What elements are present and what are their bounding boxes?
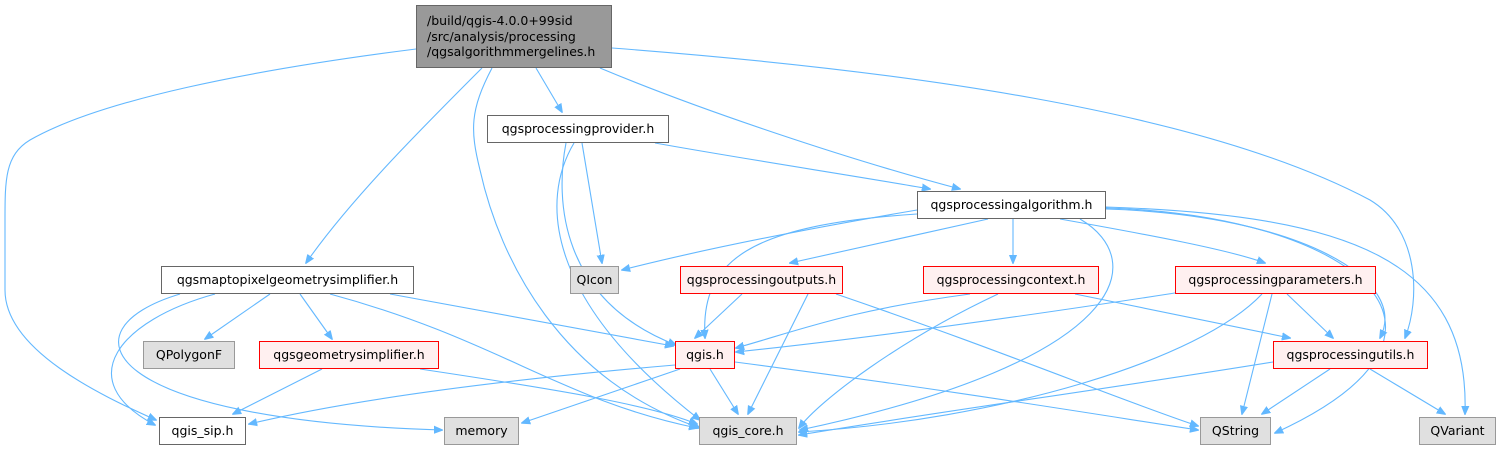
node-outputs[interactable]: qgsprocessingoutputs.h — [680, 266, 843, 294]
node-maptopixel[interactable]: qgsmaptopixelgeometrysimplifier.h — [161, 266, 414, 294]
edge-qgis-to-memory — [522, 368, 681, 423]
node-provider[interactable]: qgsprocessingprovider.h — [487, 115, 669, 143]
node-geomsimplifier[interactable]: qgsgeometrysimplifier.h — [259, 341, 439, 369]
edge-outputs-to-core — [748, 293, 809, 414]
edge-qgis-to-core — [709, 368, 738, 414]
node-label: qgsmaptopixelgeometrysimplifier.h — [176, 272, 399, 288]
node-memory[interactable]: memory — [444, 417, 519, 445]
edge-parameters-to-core — [799, 293, 1263, 432]
node-label: qgis_sip.h — [171, 423, 234, 439]
node-label: QVariant — [1430, 423, 1485, 439]
node-qicon[interactable]: QIcon — [570, 266, 619, 294]
edge-maptopixel-to-sip — [110, 293, 216, 425]
edge-algorithm-to-qvariant — [1105, 206, 1465, 414]
edge-utils-to-qvariant — [1369, 368, 1445, 414]
node-label: qgsprocessingcontext.h — [936, 272, 1086, 288]
edge-provider-to-qgis — [561, 142, 676, 345]
edge-parameters-to-utils — [1286, 293, 1333, 338]
edge-root-to-core — [473, 67, 700, 428]
node-qgis[interactable]: qgis.h — [675, 341, 735, 369]
edge-algorithm-to-core — [800, 218, 1114, 430]
node-qvariant[interactable]: QVariant — [1419, 417, 1496, 445]
edge-maptopixel-to-memory — [118, 293, 442, 430]
edge-root-to-utils — [611, 47, 1415, 338]
node-core[interactable]: qgis_core.h — [699, 417, 797, 445]
node-qpolygonf[interactable]: QPolygonF — [143, 341, 235, 369]
edge-root-to-sip — [4, 48, 417, 420]
edge-parameters-to-qstring — [1242, 293, 1273, 414]
node-label: memory — [455, 423, 508, 439]
edge-provider-to-core — [556, 142, 700, 420]
node-parameters[interactable]: qgsprocessingparameters.h — [1175, 266, 1376, 294]
edge-geomsimplifier-to-sip — [233, 368, 323, 414]
edge-algorithm-to-outputs — [790, 218, 989, 263]
edge-provider-to-qicon — [581, 142, 602, 263]
edge-context-to-core — [799, 293, 999, 428]
edge-maptopixel-to-core — [329, 293, 697, 428]
node-label: qgis.h — [686, 347, 724, 363]
node-sip[interactable]: qgis_sip.h — [159, 417, 246, 445]
edge-root-to-maptopixel — [306, 67, 483, 263]
edge-maptopixel-to-geomsimplifier — [299, 293, 332, 339]
edge-context-to-qgis — [736, 293, 971, 348]
edge-utils-to-qstring — [1262, 368, 1331, 414]
edge-qgis-to-sip — [249, 364, 676, 424]
edge-outputs-to-qgis — [695, 293, 743, 338]
node-label: qgsprocessingoutputs.h — [686, 272, 837, 288]
root-line-3: /qgsalgorithmmergelines.h — [427, 44, 596, 60]
node-label: qgsprocessingutils.h — [1286, 347, 1415, 363]
edge-context-to-utils — [1074, 293, 1290, 338]
node-utils[interactable]: qgsprocessingutils.h — [1273, 341, 1428, 369]
node-label: QString — [1211, 423, 1260, 439]
root-line-1: /build/qgis-4.0.0+99sid — [427, 13, 573, 29]
edge-algorithm-to-qgis — [705, 213, 918, 338]
node-label: QPolygonF — [155, 347, 223, 363]
edge-maptopixel-to-qgis — [389, 293, 673, 346]
node-root-file[interactable]: /build/qgis-4.0.0+99sid /src/analysis/pr… — [416, 5, 612, 68]
root-line-2: /src/analysis/processing — [427, 28, 576, 44]
edge-utils-to-core — [799, 361, 1274, 435]
edge-qgis-to-qstring — [734, 361, 1198, 430]
node-label: qgsprocessingalgorithm.h — [930, 197, 1093, 213]
node-label: qgis_core.h — [712, 423, 784, 439]
edge-algorithm-to-parameters — [1059, 218, 1265, 263]
edge-maptopixel-to-qpolygonf — [205, 293, 271, 339]
node-qstring[interactable]: QString — [1200, 417, 1271, 445]
edge-geomsimplifier-to-core — [419, 368, 697, 424]
node-label: qgsprocessingprovider.h — [501, 121, 655, 137]
edge-root-to-algorithm — [599, 67, 960, 189]
edge-root-to-provider — [535, 67, 562, 112]
node-algorithm[interactable]: qgsprocessingalgorithm.h — [917, 191, 1106, 219]
node-label: QIcon — [576, 272, 613, 288]
node-label: qgsgeometrysimplifier.h — [273, 347, 425, 363]
edge-parameters-to-qgis — [736, 292, 1176, 352]
edge-provider-to-algorithm — [654, 142, 930, 189]
edge-outputs-to-qstring — [835, 293, 1198, 426]
node-context[interactable]: qgsprocessingcontext.h — [923, 266, 1099, 294]
node-label: qgsprocessingparameters.h — [1188, 272, 1363, 288]
